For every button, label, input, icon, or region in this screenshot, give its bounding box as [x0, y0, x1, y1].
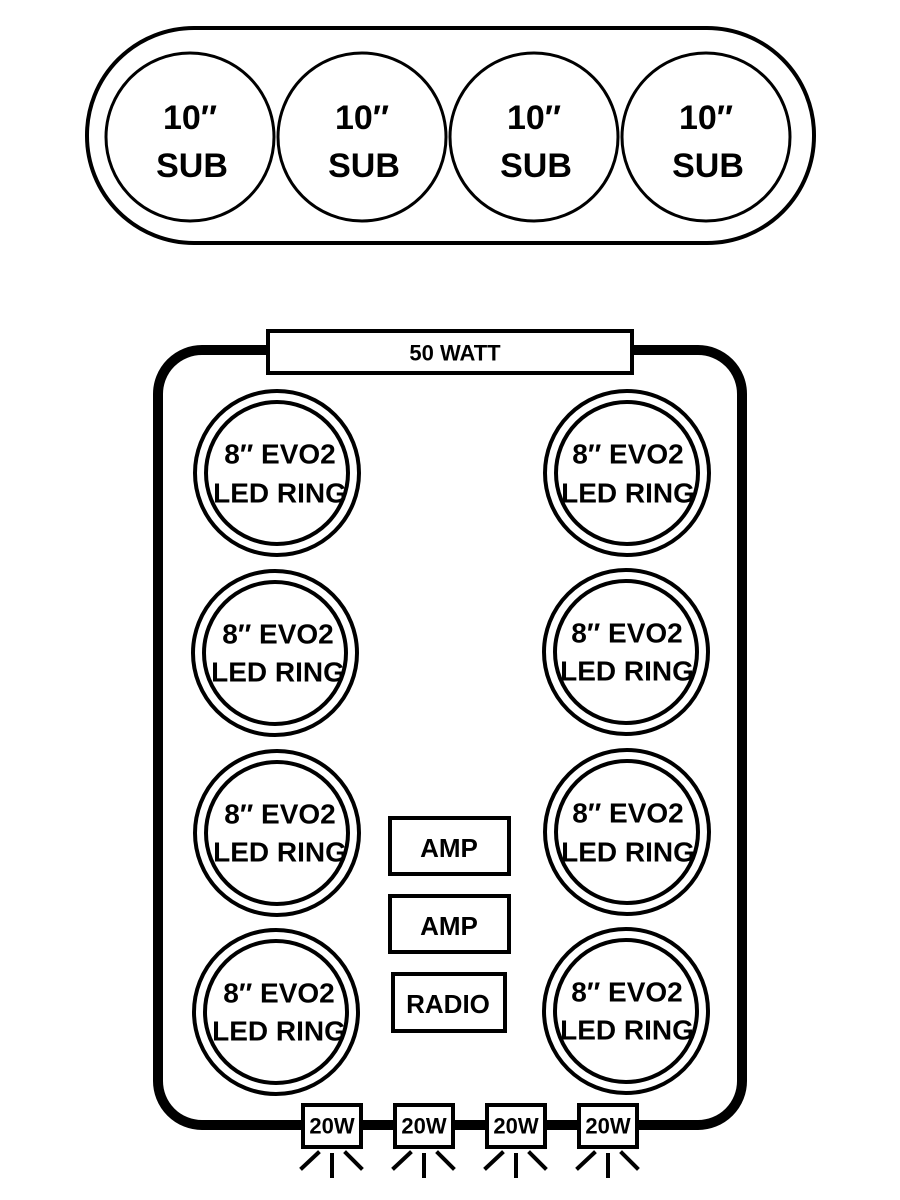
speaker-ring-inner: [554, 759, 700, 905]
subwoofer: 10″ SUB: [104, 51, 276, 223]
component-stack: AMP AMP RADIO: [388, 816, 511, 1033]
speaker-ring-inner: [553, 938, 699, 1084]
bottom-light-frame: [485, 1103, 547, 1149]
speaker-model: 8″ EVO2: [571, 977, 682, 1008]
speaker-ring: 8″ EVO2 LED RING: [193, 749, 361, 917]
speaker-model: 8″ EVO2: [224, 439, 335, 470]
subwoofer-label: SUB: [500, 147, 572, 185]
subwoofer-enclosure: 10″ SUB 10″ SUB 10″ SUB 10″ SUB: [85, 26, 816, 245]
subwoofer-cone: [448, 51, 620, 223]
bottom-light-label: 20W: [585, 1114, 630, 1139]
speaker-panel: 50 WATT 8″ EVO2 LED RING 8″ EVO2 LED RIN…: [153, 329, 747, 1178]
subwoofer-label: SUB: [328, 147, 400, 185]
bottom-light: 20W: [391, 1103, 456, 1178]
speaker-ring: 8″ EVO2 LED RING: [193, 389, 361, 557]
speaker-model: 8″ EVO2: [223, 978, 334, 1009]
right-speaker-column: 8″ EVO2 LED RING 8″ EVO2 LED RING 8″ EVO…: [542, 389, 711, 1095]
speaker-ring: 8″ EVO2 LED RING: [191, 569, 359, 737]
amp-unit-label: AMP: [420, 911, 478, 941]
speaker-ring-outer: [542, 927, 710, 1095]
light-rays-icon: [575, 1150, 640, 1178]
subwoofer: 10″ SUB: [276, 51, 448, 223]
speaker-model: 8″ EVO2: [571, 618, 682, 649]
speaker-ring-inner: [554, 400, 700, 546]
subwoofer-label: SUB: [672, 147, 744, 185]
bottom-light-label: 20W: [493, 1114, 538, 1139]
speaker-model: 8″ EVO2: [572, 798, 683, 829]
subwoofer-size: 10″: [335, 99, 389, 137]
bottom-light-label: 20W: [309, 1114, 354, 1139]
speaker-ring-inner: [202, 580, 348, 726]
radio-unit-frame: [391, 972, 507, 1033]
light-rays-icon: [299, 1150, 364, 1178]
speaker-ring-outer: [193, 389, 361, 557]
speaker-ring-inner: [204, 400, 350, 546]
speaker-ring-inner: [204, 760, 350, 906]
speaker-model: 8″ EVO2: [224, 799, 335, 830]
speaker-ring: 8″ EVO2 LED RING: [192, 928, 360, 1096]
left-speaker-column: 8″ EVO2 LED RING 8″ EVO2 LED RING 8″ EVO…: [191, 389, 361, 1096]
bottom-light: 20W: [299, 1103, 364, 1178]
bottom-light-frame: [577, 1103, 639, 1149]
top-light-bar: 50 WATT: [266, 329, 634, 375]
speaker-ring-outer: [193, 749, 361, 917]
amp-unit: AMP: [388, 894, 511, 954]
amp-unit-frame: [388, 816, 511, 876]
speaker-feature: LED RING: [560, 656, 694, 687]
radio-unit-label: RADIO: [406, 989, 490, 1019]
speaker-ring-outer: [542, 568, 710, 736]
subwoofer-cone: [620, 51, 792, 223]
speaker-feature: LED RING: [561, 837, 695, 868]
speaker-ring: 8″ EVO2 LED RING: [542, 568, 710, 736]
speaker-feature: LED RING: [560, 1015, 694, 1046]
subwoofer-size: 10″: [679, 99, 733, 137]
speaker-ring-outer: [191, 569, 359, 737]
amp-unit-label: AMP: [420, 833, 478, 863]
subwoofer-cone: [276, 51, 448, 223]
speaker-feature: LED RING: [213, 837, 347, 868]
subwoofer: 10″ SUB: [620, 51, 792, 223]
speaker-ring: 8″ EVO2 LED RING: [543, 748, 711, 916]
speaker-feature: LED RING: [211, 657, 345, 688]
subwoofer-size: 10″: [163, 99, 217, 137]
bottom-light-label: 20W: [401, 1114, 446, 1139]
light-rays-icon: [483, 1150, 548, 1178]
amp-unit-frame: [388, 894, 511, 954]
bottom-light: 20W: [483, 1103, 548, 1178]
speaker-model: 8″ EVO2: [572, 439, 683, 470]
bottom-light: 20W: [575, 1103, 640, 1178]
speaker-ring-inner: [553, 579, 699, 725]
speaker-feature: LED RING: [561, 478, 695, 509]
subwoofer-cone: [104, 51, 276, 223]
bottom-light-frame: [301, 1103, 363, 1149]
top-light-bar-label: 50 WATT: [409, 341, 501, 366]
speaker-ring-outer: [192, 928, 360, 1096]
speaker-feature: LED RING: [212, 1016, 346, 1047]
speaker-ring: 8″ EVO2 LED RING: [542, 927, 710, 1095]
speaker-ring-outer: [543, 748, 711, 916]
amp-unit: AMP: [388, 816, 511, 876]
speaker-model: 8″ EVO2: [222, 619, 333, 650]
top-light-bar-frame: [266, 329, 634, 375]
radio-unit: RADIO: [391, 972, 507, 1033]
speaker-ring-inner: [203, 939, 349, 1085]
subwoofer-size: 10″: [507, 99, 561, 137]
subwoofer: 10″ SUB: [448, 51, 620, 223]
speaker-feature: LED RING: [213, 478, 347, 509]
speaker-ring: 8″ EVO2 LED RING: [543, 389, 711, 557]
bottom-light-frame: [393, 1103, 455, 1149]
subwoofer-label: SUB: [156, 147, 228, 185]
light-rays-icon: [391, 1150, 456, 1178]
bottom-lights: 20W 20W 20W: [299, 1103, 640, 1178]
speaker-ring-outer: [543, 389, 711, 557]
